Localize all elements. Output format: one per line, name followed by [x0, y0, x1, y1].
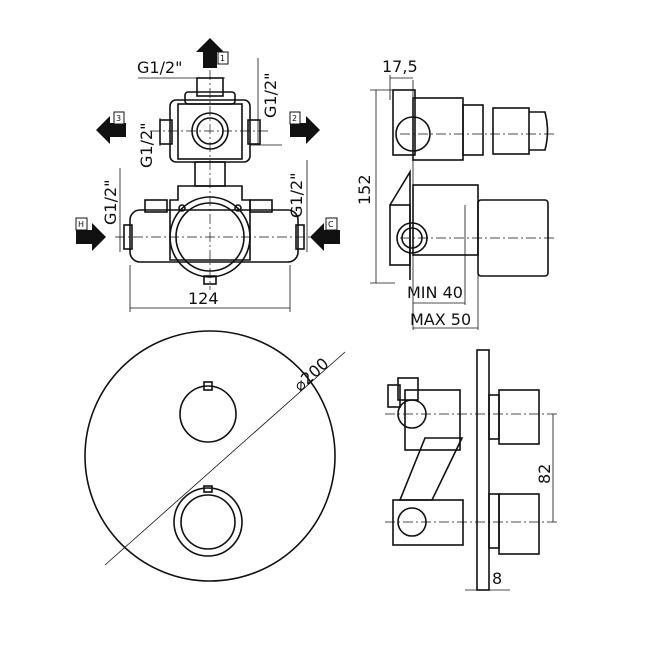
installed-side-view	[385, 349, 560, 591]
thread-label-outlet-2: G1/2"	[261, 72, 280, 118]
thread-label-top: G1/2"	[137, 58, 183, 77]
offset-dimension: 17,5	[382, 57, 418, 76]
cover-plate-front-view	[84, 330, 346, 582]
min-depth-dimension: MIN 40	[407, 283, 463, 302]
thread-label-cold: G1/2"	[287, 172, 306, 218]
max-depth-dimension: MAX 50	[410, 310, 471, 329]
thread-label-hot: G1/2"	[101, 179, 120, 225]
outlet-2-label: 2	[292, 114, 297, 123]
height-dimension: 152	[355, 174, 374, 205]
thread-label-outlet-3: G1/2"	[137, 122, 156, 168]
outlet-1-badge	[217, 51, 229, 65]
outlet-3-label: 3	[116, 114, 121, 123]
valve-front-view	[115, 70, 315, 290]
outlet-1-label: 1	[220, 54, 225, 63]
diameter-dimension: ⌀200	[290, 354, 333, 395]
outlet-1-arrow-icon	[196, 38, 224, 68]
plate-thickness-dimension: 8	[492, 569, 502, 588]
hot-inlet-label: H	[78, 220, 84, 229]
cold-inlet-label: C	[328, 220, 334, 229]
valve-side-view	[389, 80, 555, 330]
width-dimension: 124	[188, 289, 219, 308]
knob-spacing-dimension: 82	[535, 464, 554, 484]
